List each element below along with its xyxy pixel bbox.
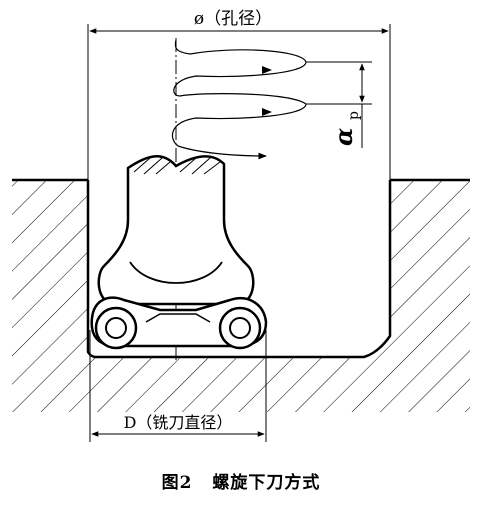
cutter-diameter-dimension: D（铣刀直径） bbox=[89, 330, 267, 442]
helix-middle-loop bbox=[171, 93, 307, 147]
milling-cutter bbox=[90, 155, 268, 350]
shank-break-hatch bbox=[133, 157, 221, 175]
helix-exit bbox=[177, 145, 267, 160]
hole-diameter-label: ø（孔径） bbox=[194, 9, 272, 29]
cutter-diameter-label: D（铣刀直径） bbox=[124, 413, 233, 432]
shank-break-line bbox=[127, 155, 225, 169]
pocket-outline bbox=[86, 180, 392, 359]
cut-depth-symbol: α bbox=[329, 128, 358, 146]
cut-depth-subscript: p bbox=[346, 111, 362, 120]
insert-left-inner bbox=[105, 317, 127, 339]
figure-title: 螺旋下刀方式 bbox=[212, 473, 321, 493]
helix-direction-arrow-1 bbox=[262, 66, 272, 74]
hole-diameter-dimension: ø（孔径） bbox=[87, 9, 391, 180]
workpiece-hatched-material bbox=[12, 180, 470, 412]
cutter-body bbox=[97, 155, 255, 306]
helix-upper-loop bbox=[173, 39, 307, 97]
helix-direction-arrow-2 bbox=[262, 108, 272, 116]
workpiece bbox=[12, 178, 470, 412]
figure-number: 图2 bbox=[161, 473, 193, 493]
cutter-neck-curve bbox=[129, 261, 223, 284]
helical-path bbox=[171, 39, 307, 160]
figure-caption: 图2 螺旋下刀方式 bbox=[0, 468, 482, 493]
cut-depth-dimension: α p bbox=[306, 61, 372, 148]
insert-right-inner bbox=[229, 317, 251, 339]
insert-pocket-relief bbox=[145, 313, 211, 323]
